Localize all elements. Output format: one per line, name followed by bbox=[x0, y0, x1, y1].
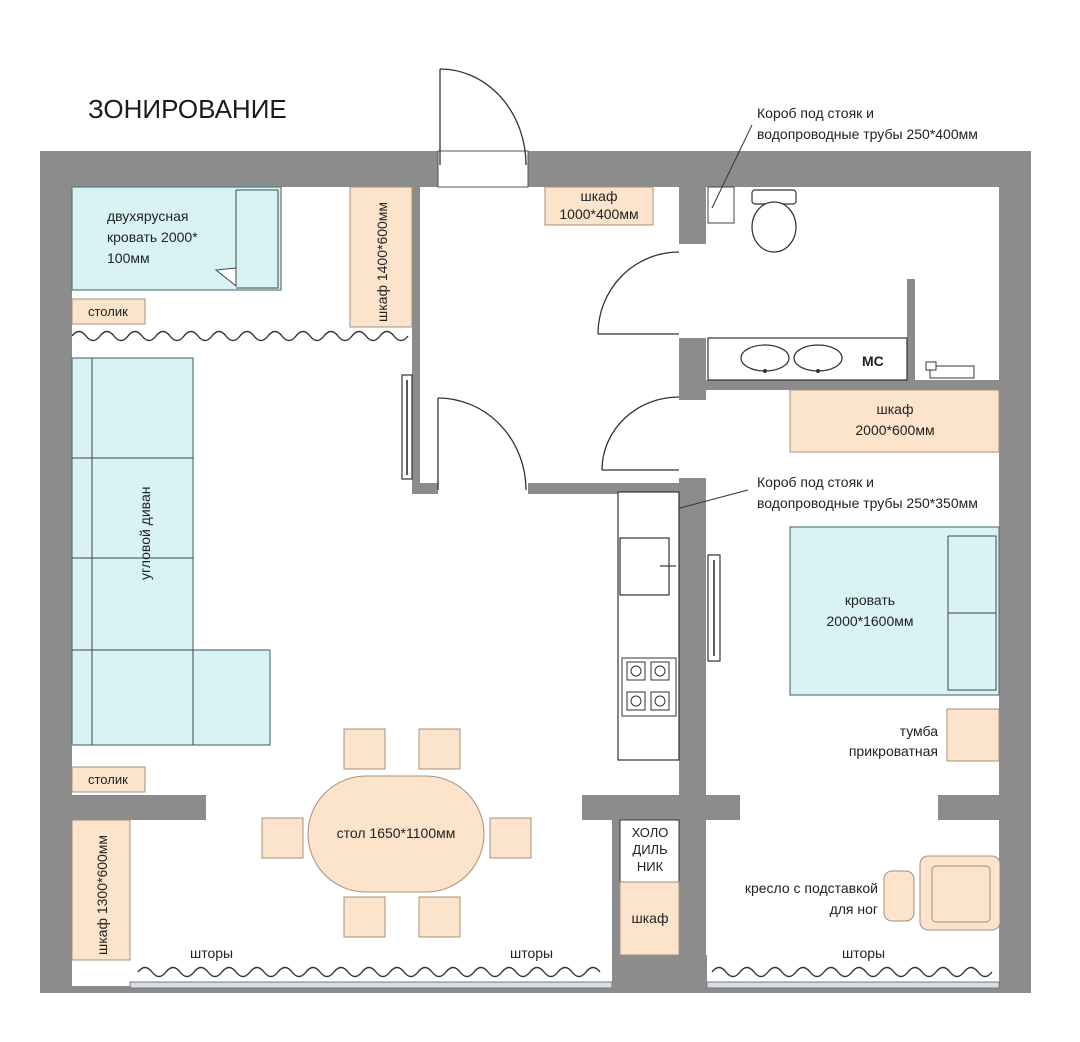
outer-wall-top-left bbox=[40, 151, 438, 187]
interior-doors bbox=[401, 251, 721, 662]
fridge-label-3: НИК bbox=[637, 859, 664, 874]
wardrobe-1300-label: шкаф 1300*600мм bbox=[94, 835, 110, 955]
dining-set: стол 1650*1100мм bbox=[261, 728, 532, 938]
nightstand-label-1: тумба bbox=[900, 723, 939, 739]
riser-mid-note-2: водопроводные трубы 250*350мм bbox=[757, 495, 978, 511]
wardrobe-1400: шкаф 1400*600мм bbox=[349, 186, 413, 328]
outer-wall-left bbox=[40, 151, 72, 993]
bay-divider-left bbox=[612, 820, 620, 993]
hall-wall-bottom bbox=[528, 483, 706, 494]
bath-wall-middle bbox=[679, 338, 706, 400]
fridge-label-2: ДИЛЬ bbox=[632, 842, 667, 857]
bed-label-1: кровать bbox=[845, 592, 895, 608]
wardrobe-1400-label: шкаф 1400*600мм bbox=[374, 202, 390, 322]
curtains-label-3: шторы bbox=[842, 945, 885, 961]
bay-wall-right bbox=[938, 795, 999, 820]
wardrobe-1000: шкаф 1000*400мм bbox=[544, 186, 654, 226]
side-table-bottom: столик bbox=[71, 766, 146, 793]
kitchen-bedroom-wall bbox=[679, 478, 706, 993]
wardrobe-1300: шкаф 1300*600мм bbox=[71, 819, 131, 961]
wardrobe-2000-label-2: 2000*600мм bbox=[855, 422, 934, 438]
bay-wall-center-right bbox=[706, 795, 740, 820]
bathroom-fixtures: МС bbox=[707, 124, 975, 381]
nightstand: тумба прикроватная bbox=[849, 708, 1000, 762]
riser-top-note-1: Короб под стояк и bbox=[757, 105, 874, 121]
curtains-bottom: шторы шторы шторы bbox=[137, 945, 993, 978]
bay-divider-bottom bbox=[619, 955, 707, 993]
washing-machine-label: МС bbox=[862, 353, 884, 369]
plan-title: ЗОНИРОВАНИЕ bbox=[88, 94, 287, 124]
corner-sofa: угловой диван bbox=[71, 357, 271, 746]
entrance-door bbox=[437, 68, 529, 188]
wardrobe-1000-label-2: 1000*400мм bbox=[559, 206, 638, 222]
windows bbox=[129, 981, 1000, 989]
bunk-bed-label-2: кровать 2000* bbox=[107, 229, 198, 245]
bed-label-2: 2000*1600мм bbox=[827, 613, 914, 629]
bunk-bed-label-3: 100мм bbox=[107, 250, 150, 266]
bunk-bed-label-1: двухярусная bbox=[107, 208, 188, 224]
bay-wall-left bbox=[72, 795, 206, 820]
armchair: кресло с подставкой для ног bbox=[745, 855, 1001, 931]
curtains-label-1: шторы bbox=[190, 945, 233, 961]
riser-top-note-2: водопроводные трубы 250*400мм bbox=[757, 126, 978, 142]
side-table-top-label: столик bbox=[88, 304, 128, 319]
armchair-label-1: кресло с подставкой bbox=[745, 880, 878, 896]
hall-wall-left bbox=[412, 187, 420, 494]
bunk-bed: двухярусная кровать 2000* 100мм bbox=[71, 186, 282, 291]
armchair-label-2: для ног bbox=[830, 901, 878, 917]
wardrobe-2000-label-1: шкаф bbox=[877, 401, 914, 417]
riser-mid-note-1: Короб под стояк и bbox=[757, 474, 874, 490]
curtain-kids-room bbox=[71, 330, 409, 342]
fridge-label-1: ХОЛО bbox=[632, 825, 669, 840]
bath-wall-top bbox=[679, 187, 706, 244]
outer-wall-bottom bbox=[40, 986, 1031, 993]
side-table-bottom-label: столик bbox=[88, 772, 128, 787]
kitchen-wardrobe: шкаф bbox=[619, 881, 680, 956]
window-living bbox=[129, 981, 613, 989]
kitchen-wardrobe-label: шкаф bbox=[632, 910, 669, 926]
wardrobe-1000-label-1: шкаф bbox=[581, 188, 618, 204]
hall-wall-stub bbox=[412, 483, 438, 494]
toilet-partition bbox=[907, 279, 915, 380]
corner-sofa-label: угловой диван bbox=[137, 487, 153, 580]
double-bed: кровать 2000*1600мм bbox=[789, 526, 1000, 696]
walls bbox=[40, 151, 1031, 993]
dining-table-label: стол 1650*1100мм bbox=[337, 825, 456, 841]
outer-wall-top-right bbox=[528, 151, 1031, 187]
outer-wall-right bbox=[999, 151, 1031, 993]
kitchen-counter bbox=[617, 491, 680, 761]
window-bedroom bbox=[706, 981, 1000, 989]
nightstand-label-2: прикроватная bbox=[849, 743, 938, 759]
side-table-top: столик bbox=[71, 298, 146, 325]
wardrobe-2000: шкаф 2000*600мм bbox=[789, 389, 1000, 453]
curtains-label-2: шторы bbox=[510, 945, 553, 961]
fridge: ХОЛО ДИЛЬ НИК bbox=[619, 819, 680, 883]
bath-wall-bottom bbox=[679, 380, 1031, 390]
bay-wall-center bbox=[582, 795, 706, 820]
